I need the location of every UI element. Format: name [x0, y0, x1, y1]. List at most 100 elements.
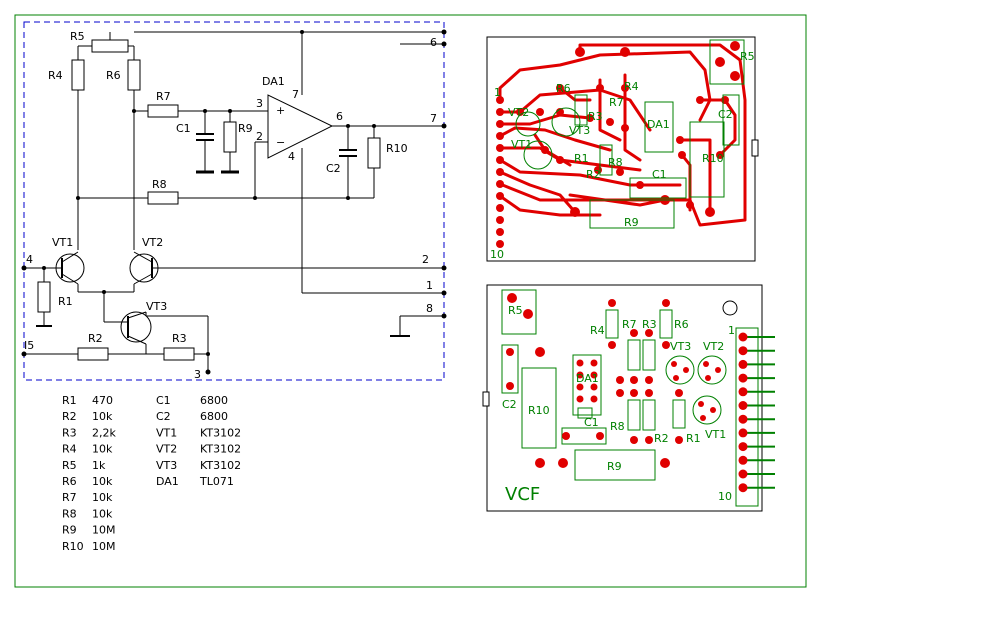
- part-value: KT3102: [200, 459, 241, 472]
- label-pin3: 3: [256, 97, 263, 110]
- connector-pad: [738, 483, 748, 493]
- pcbtop-label-r8: R8: [608, 156, 623, 169]
- label-vt3: VT3: [146, 300, 167, 313]
- connector-pad: [738, 469, 748, 479]
- pcbbot-label-pin1: 1: [728, 324, 735, 337]
- connector-pad: [738, 346, 748, 356]
- part-value: 1k: [92, 459, 106, 472]
- part-ref: C1: [156, 394, 171, 407]
- pcbbot-label-r10: R10: [528, 404, 550, 417]
- label-r5: R5: [70, 30, 85, 43]
- pcbtop-label-vt2: VT2: [508, 106, 529, 119]
- part-value: 10k: [92, 443, 113, 456]
- pcbtop-label-pin1: 1: [494, 86, 501, 99]
- label-r10: R10: [386, 142, 408, 155]
- part-ref: R4: [62, 443, 77, 456]
- pcbtop-label-c2: C2: [718, 108, 733, 121]
- pcbtop-label-da1: DA1: [647, 118, 670, 131]
- pcbbot-label-r4: R4: [590, 324, 605, 337]
- pcbtop-label-r9: R9: [624, 216, 639, 229]
- connector-3: 3: [194, 368, 201, 381]
- part-value: 10M: [92, 540, 116, 553]
- pcbbot-label-r7: R7: [622, 318, 637, 331]
- part-ref: C2: [156, 410, 171, 423]
- schematic-boundary: [23, 21, 445, 381]
- connector-pad: [738, 387, 748, 397]
- pcbbot-label-c1: C1: [584, 416, 599, 429]
- connector-7: 7: [430, 112, 437, 125]
- pcb-title: VCF: [505, 484, 540, 505]
- pcbtop-label-r1: R1: [574, 152, 589, 165]
- label-plus: +: [276, 104, 285, 117]
- part-ref: R5: [62, 459, 77, 472]
- r6-symbol: [127, 59, 141, 91]
- pcbbot-label-r3: R3: [642, 318, 657, 331]
- schematic-labels: R5 R4 R6 R7 C1 R9 DA1 3 2 7 4 6 + − C2 R…: [24, 30, 437, 381]
- r8-symbol: [147, 191, 179, 205]
- vt3-symbol: [120, 311, 152, 343]
- label-minus: −: [276, 136, 285, 149]
- label-r7: R7: [156, 90, 171, 103]
- label-c1: C1: [176, 122, 191, 135]
- label-r3: R3: [172, 332, 187, 345]
- r5-symbol: [91, 39, 129, 53]
- pcbbot-label-vt3: VT3: [670, 340, 691, 353]
- connector-pad: [738, 414, 748, 424]
- part-ref: R10: [62, 540, 84, 553]
- pcbbot-label-r1: R1: [686, 432, 701, 445]
- part-value: 10k: [92, 491, 113, 504]
- part-value: KT3102: [200, 443, 241, 456]
- r7-symbol: [147, 104, 179, 118]
- pcbbot-label-r8: R8: [610, 420, 625, 433]
- connector-8: 8: [426, 302, 433, 315]
- label-c2: C2: [326, 162, 341, 175]
- pcbtop-label-pin10: 10: [490, 248, 504, 261]
- pcbtop-label-r7: R7: [609, 96, 624, 109]
- part-value: KT3102: [200, 426, 241, 439]
- connector-i5: I5: [24, 339, 34, 352]
- pcbtop-label-r10: R10: [702, 152, 724, 165]
- part-ref: R9: [62, 524, 77, 537]
- part-ref: R8: [62, 507, 77, 520]
- label-pin2: 2: [256, 130, 263, 143]
- pcbbot-label-r5: R5: [508, 304, 523, 317]
- part-value: 10k: [92, 410, 113, 423]
- pcbbot-label-vt2: VT2: [703, 340, 724, 353]
- part-ref: R1: [62, 394, 77, 407]
- part-value: 6800: [200, 410, 228, 423]
- connector-pad: [738, 359, 748, 369]
- pcbtop-label-r3: R3: [588, 110, 603, 123]
- pcb-bottom: R5 R4 R7 R3 R6 VT3 VT2 C2 DA1 R10 C1 R8 …: [482, 284, 775, 512]
- part-ref: VT1: [156, 426, 177, 439]
- part-value: 470: [92, 394, 113, 407]
- part-ref: VT2: [156, 443, 177, 456]
- da1-opamp: [267, 94, 334, 159]
- label-r6: R6: [106, 69, 121, 82]
- pcbtop-label-vt1: VT1: [511, 138, 532, 151]
- part-ref: R2: [62, 410, 77, 423]
- r9-symbol: [223, 121, 237, 153]
- label-pin4: 4: [288, 150, 295, 163]
- label-vt1: VT1: [52, 236, 73, 249]
- part-value: 10M: [92, 524, 116, 537]
- pcbtop-label-r4: R4: [624, 80, 639, 93]
- connector-pad: [738, 455, 748, 465]
- pcb-bottom-board: [486, 284, 763, 512]
- label-vt2: VT2: [142, 236, 163, 249]
- pcbtop-label-vt3: VT3: [569, 124, 590, 137]
- pcbbot-label-r6: R6: [674, 318, 689, 331]
- pcbbot-label-r9: R9: [607, 460, 622, 473]
- label-r4: R4: [48, 69, 63, 82]
- pcb-top: R5 R6 R4 R7 R3 VT2 VT3 VT1 DA1 C2 R1 R8 …: [486, 36, 759, 262]
- label-pin7: 7: [292, 88, 299, 101]
- connector-2: 2: [422, 253, 429, 266]
- r1-symbol: [37, 281, 51, 313]
- part-ref: R6: [62, 475, 77, 488]
- pcbbot-label-c2: C2: [502, 398, 517, 411]
- pcbbot-label-pin10: 10: [718, 490, 732, 503]
- r4-symbol: [71, 59, 85, 91]
- pcbtop-label-r6: R6: [556, 82, 571, 95]
